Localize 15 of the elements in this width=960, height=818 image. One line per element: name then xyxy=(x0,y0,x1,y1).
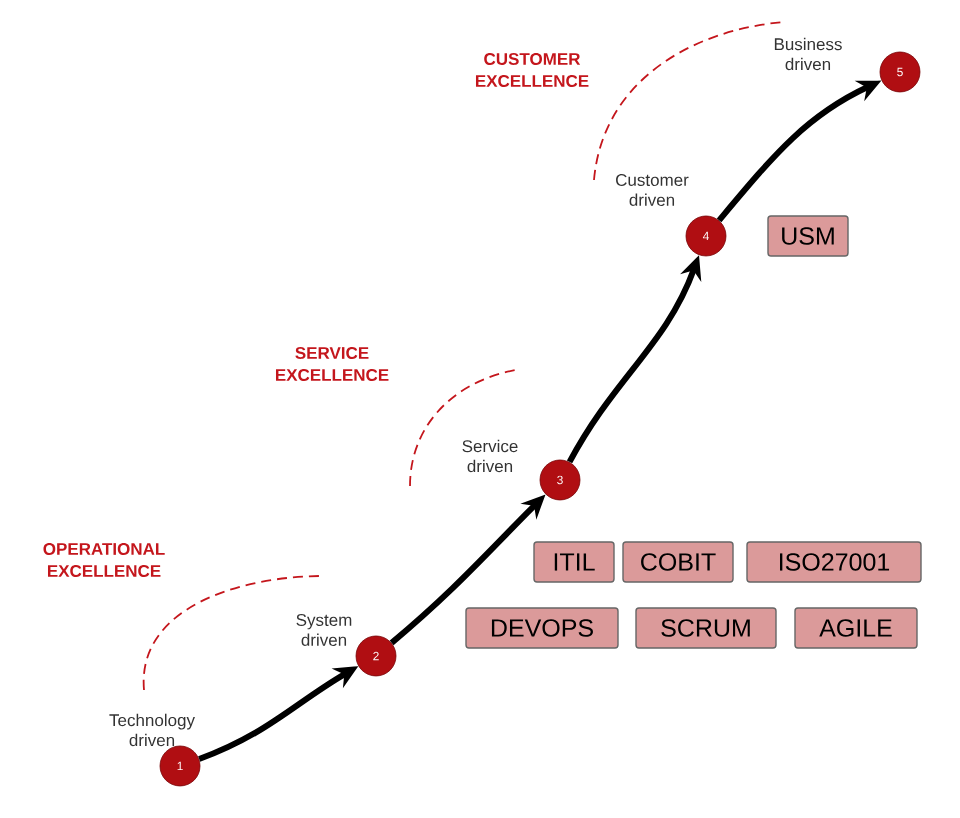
framework-tag: SCRUM xyxy=(635,607,777,649)
stage-heading: CUSTOMER EXCELLENCE xyxy=(476,53,589,87)
framework-tag: USM xyxy=(767,215,849,257)
step-label: Customer driven xyxy=(616,174,689,206)
step-label: Business driven xyxy=(774,37,842,71)
stage-heading: OPERATIONAL EXCELLENCE xyxy=(43,542,165,577)
stage-heading: SERVICE EXCELLENCE xyxy=(276,346,389,381)
framework-tag: ISO27001 xyxy=(746,541,922,583)
framework-tag: DEVOPS xyxy=(465,607,619,649)
step-label: System driven xyxy=(296,613,352,646)
step-label: Technology driven xyxy=(109,713,195,747)
framework-tag: COBIT xyxy=(622,541,734,583)
framework-tag: ITIL xyxy=(533,541,615,583)
framework-tag: AGILE xyxy=(794,607,918,649)
step-label: Service driven xyxy=(462,439,518,473)
